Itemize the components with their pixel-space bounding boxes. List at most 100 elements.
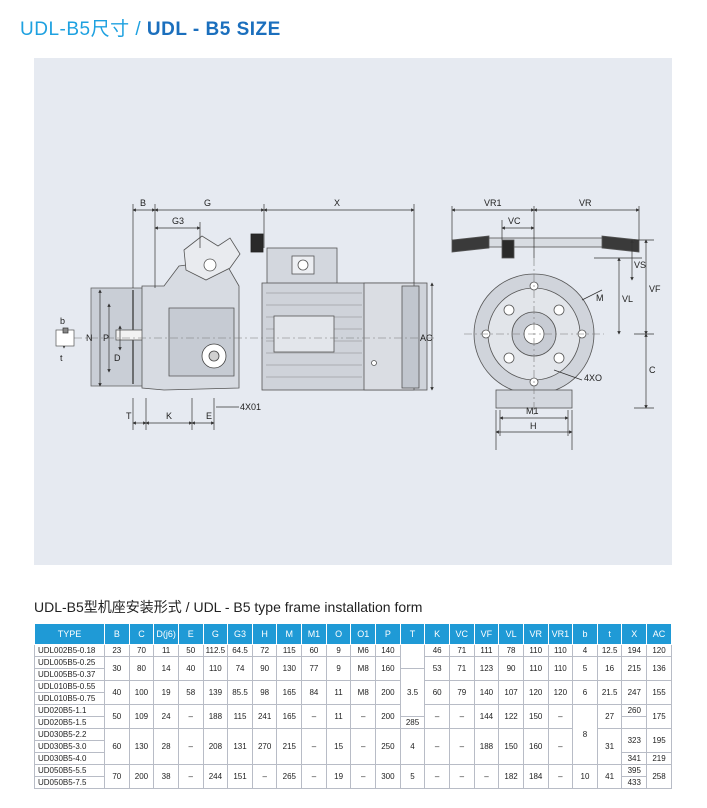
table-cell: 110 <box>522 656 549 681</box>
table-cell: 131 <box>227 728 253 765</box>
table-cell: – <box>350 704 377 729</box>
table-cell: M8 <box>350 656 377 681</box>
type-cell: UDL005B5-0.25 <box>34 656 105 669</box>
label-VR: VR <box>579 198 592 208</box>
label-B: B <box>140 198 146 208</box>
table-cell: 28 <box>153 728 179 765</box>
table-cell: 30 <box>104 656 130 681</box>
table-cell: 19 <box>325 764 352 789</box>
column-header: AC <box>646 623 672 645</box>
table-cell: 300 <box>375 764 401 789</box>
table-cell: – <box>424 728 450 765</box>
label-VL: VL <box>622 294 633 304</box>
table-cell: 215 <box>276 728 303 765</box>
table-cell: 4 <box>572 644 598 657</box>
table-cell: 38 <box>153 764 179 789</box>
table-cell: – <box>177 764 204 789</box>
right-view-dimensions <box>451 206 654 450</box>
table-cell: 5 <box>572 656 598 681</box>
table-cell: 90 <box>251 656 278 681</box>
label-D: D <box>114 353 121 363</box>
table-cell: – <box>448 764 475 789</box>
table-cell: 111 <box>473 644 500 657</box>
table-cell: 79 <box>448 680 475 705</box>
table-cell: 70 <box>104 764 130 789</box>
table-cell: 78 <box>498 644 524 657</box>
right-view-labels: VR1 VR VC VS VL VF M 4XO C M1 H <box>484 198 661 431</box>
drawing-right-view <box>451 235 640 418</box>
label-VR1: VR1 <box>484 198 502 208</box>
table-cell: 120 <box>522 680 549 705</box>
column-header: G <box>202 623 229 645</box>
label-b: b <box>60 316 65 326</box>
table-cell: 110 <box>547 644 574 657</box>
table-cell: 175 <box>646 704 672 729</box>
table-cell: 160 <box>522 728 549 765</box>
table-cell: 139 <box>202 680 229 705</box>
left-view-labels: B G X G3 b t N P D AC T K E 4X01 <box>60 198 433 421</box>
column-header: O <box>325 623 352 645</box>
table-cell: 122 <box>498 704 524 729</box>
table-cell: 250 <box>375 728 401 765</box>
table-cell: 19 <box>153 680 179 705</box>
column-header: E <box>177 623 204 645</box>
table-cell: 260 <box>621 704 648 717</box>
label-C: C <box>649 365 656 375</box>
table-cell: 84 <box>301 680 327 705</box>
table-cell: 395 <box>621 764 648 777</box>
table-cell: 247 <box>621 680 648 705</box>
title-en: UDL - B5 SIZE <box>146 19 281 40</box>
table-cell: – <box>473 764 500 789</box>
column-header: VR1 <box>547 623 574 645</box>
label-4x01: 4X01 <box>240 402 261 412</box>
drawing-left-view <box>74 233 434 391</box>
table-cell: 110 <box>547 656 574 681</box>
table-cell: – <box>547 704 574 729</box>
table-cell: 151 <box>227 764 253 789</box>
label-t: t <box>60 353 63 363</box>
column-header: B <box>104 623 130 645</box>
table-cell: 120 <box>646 644 672 657</box>
label-M: M <box>596 293 604 303</box>
column-header: O1 <box>350 623 377 645</box>
table-cell: 195 <box>646 728 672 753</box>
column-header: VF <box>473 623 500 645</box>
column-header: X <box>621 623 648 645</box>
table-cell: 244 <box>202 764 229 789</box>
table-cell: – <box>177 704 204 729</box>
title-cn: UDL-B5尺寸 <box>20 19 130 40</box>
table-cell: 40 <box>177 656 204 681</box>
drawing-svg: B G X G3 b t N P D AC T K E 4X01 <box>55 198 661 450</box>
table-cell: 40 <box>104 680 130 705</box>
table-cell: 115 <box>276 644 303 657</box>
label-VF: VF <box>649 284 661 294</box>
table-cell: 140 <box>473 680 500 705</box>
table-cell: 270 <box>251 728 278 765</box>
label-VC: VC <box>508 216 521 226</box>
table-cell: 24 <box>153 704 179 729</box>
type-cell: UD050B5-7.5 <box>34 776 105 789</box>
table-cell: – <box>424 764 450 789</box>
table-cell: 265 <box>276 764 303 789</box>
table-cell: 58 <box>177 680 204 705</box>
type-cell: UD030B5-2.2 <box>34 728 105 741</box>
table-cell: 8 <box>572 704 598 765</box>
label-P: P <box>103 333 109 343</box>
section-title: UDL-B5型机座安装形式 / UDL - B5 type frame inst… <box>34 599 423 615</box>
table-cell: 64.5 <box>227 644 253 657</box>
table-cell: 70 <box>128 644 155 657</box>
table-cell: – <box>350 728 377 765</box>
table-cell: 215 <box>621 656 648 681</box>
table-cell: 208 <box>202 728 229 765</box>
label-E: E <box>206 411 212 421</box>
column-header: M <box>276 623 303 645</box>
table-cell: 100 <box>128 680 155 705</box>
table-cell: 11 <box>153 644 179 657</box>
column-header: VC <box>448 623 475 645</box>
table-cell: 60 <box>104 728 130 765</box>
